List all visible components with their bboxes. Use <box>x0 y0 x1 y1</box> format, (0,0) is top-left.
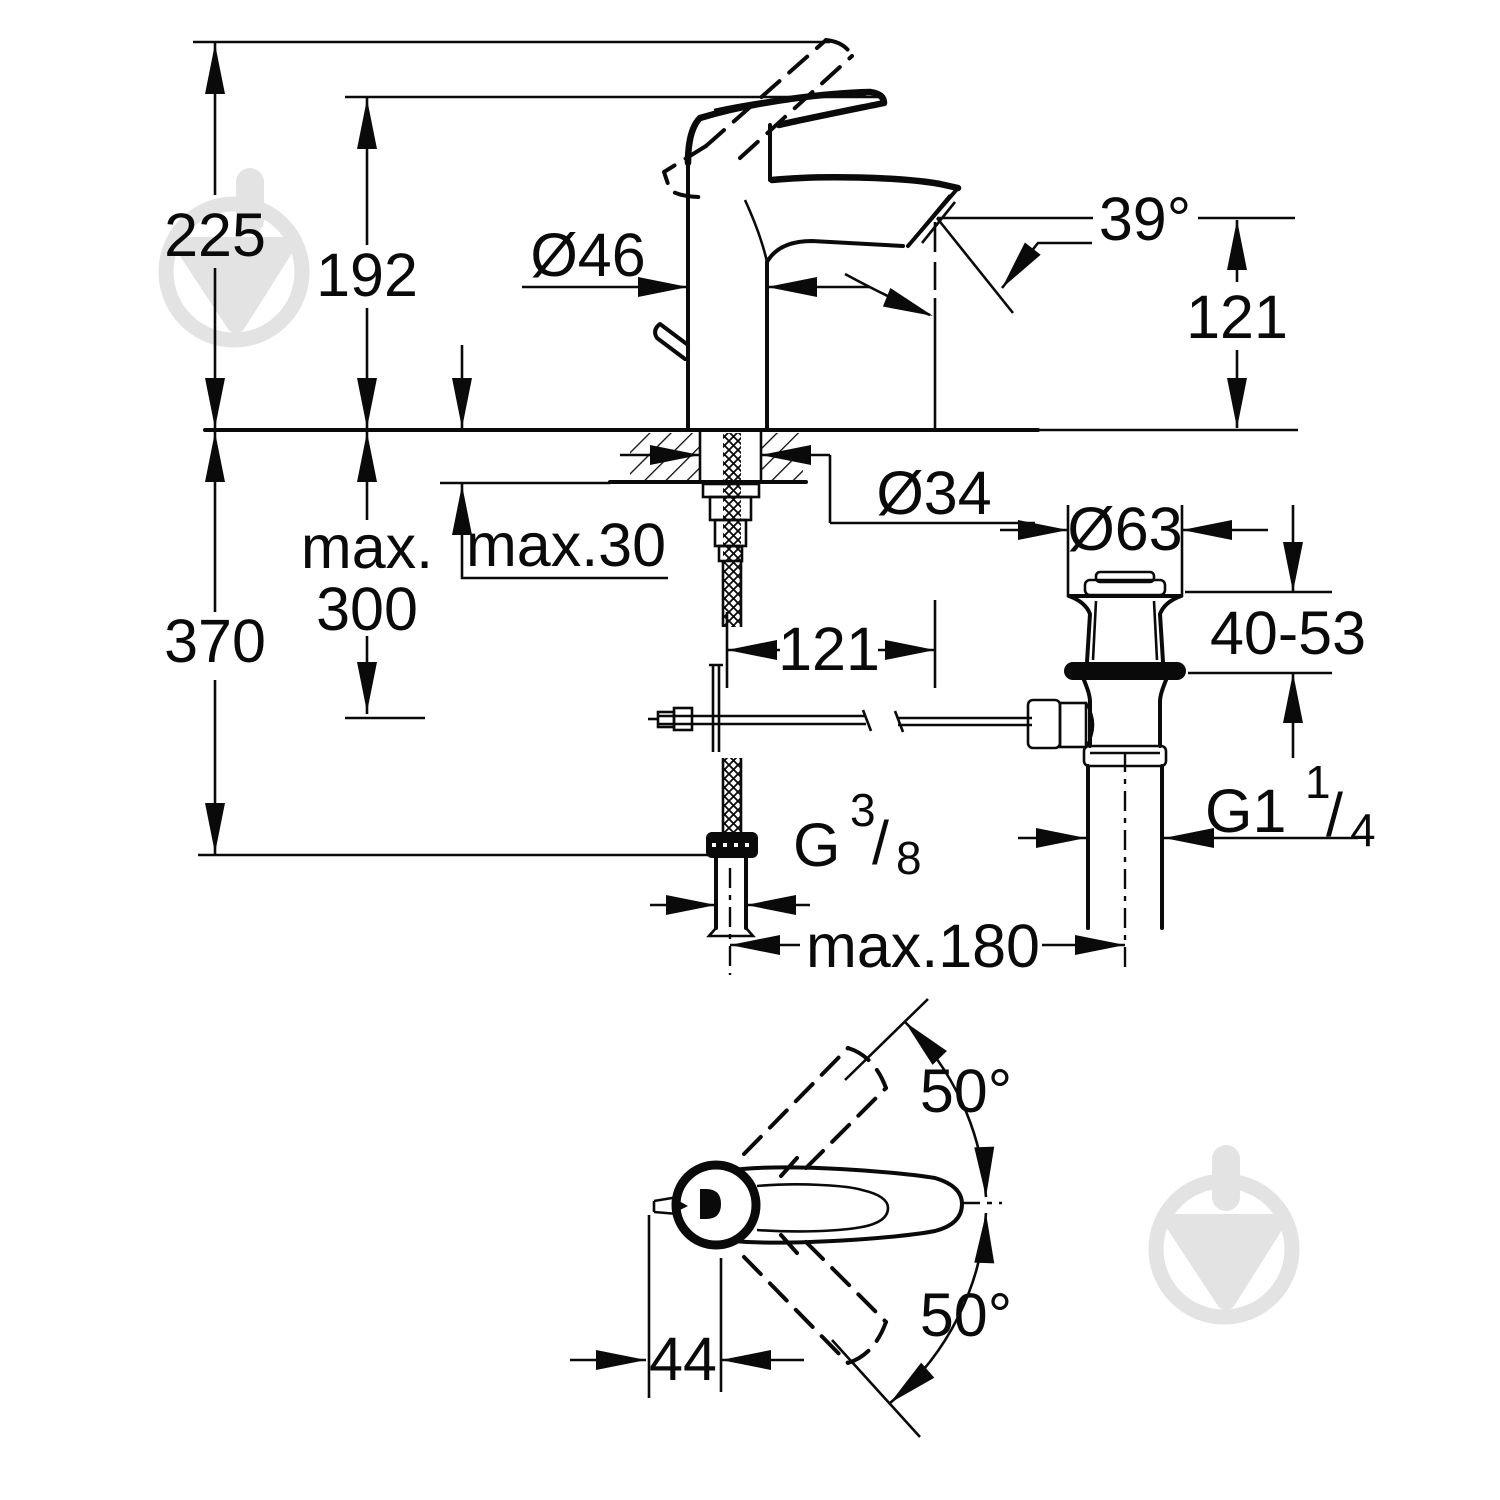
pop-up-rod-linkage <box>648 663 1032 752</box>
horizontal-rod-right <box>898 716 1032 727</box>
watermark-trowel-blade-icon <box>176 237 294 333</box>
vertical-pull-rod <box>709 663 723 752</box>
dim-max180-label: max.180 <box>806 912 1040 980</box>
g114-slash: / <box>1326 781 1343 849</box>
g114-base: G1 <box>1205 777 1286 845</box>
dim-192-label: 192 <box>316 241 418 309</box>
rod-break-marks <box>861 709 905 733</box>
dim-max30-label: max.30 <box>466 511 666 579</box>
hose-hex-fitting <box>706 832 758 858</box>
dim-44-label: 44 <box>649 1325 717 1393</box>
handle-center-mark <box>700 1189 721 1219</box>
body-inner-curve <box>743 199 769 263</box>
waste-flange-right <box>1158 594 1183 664</box>
g38-denominator: 8 <box>896 832 922 884</box>
spout-top-edge <box>768 173 962 192</box>
pop-up-waste-assembly <box>1026 570 1186 968</box>
dim-225-label: 225 <box>164 201 266 269</box>
witness-ticks <box>779 1156 799 1255</box>
supply-hose <box>706 433 758 975</box>
dim-39deg-label: 39° <box>1099 185 1191 253</box>
g38-numerator: 3 <box>850 784 876 836</box>
dim-121-mid-label: 121 <box>778 615 880 683</box>
handle-lever-inner <box>756 1183 890 1233</box>
watermark-trowel-handle-icon <box>1212 1145 1240 1211</box>
g38-slash: / <box>872 809 889 877</box>
g38-base: G <box>793 811 840 879</box>
waste-pushbutton-top <box>1094 570 1156 584</box>
dimension-labels: 225 192 Ø46 39° 121 Ø34 max.30 max. 300 … <box>164 185 1375 1393</box>
angle-leg-upper <box>844 998 929 1081</box>
aerator-rings <box>914 194 957 244</box>
dim-50deg-top-label: 50° <box>920 1057 1012 1125</box>
aerator-tab <box>652 1195 688 1216</box>
pop-up-knob <box>653 322 690 361</box>
ext-lines-dia63 <box>1066 505 1184 597</box>
hose-tube <box>714 856 748 930</box>
dim-370-label: 370 <box>164 607 266 675</box>
watermark-top-left <box>158 168 310 348</box>
dimension-lines <box>193 40 1358 1411</box>
shank-walls <box>698 432 763 482</box>
dim-max300-word-label: max. <box>301 513 433 581</box>
waste-tailpipe <box>1086 764 1164 930</box>
ext-lines-44 <box>647 1215 723 1398</box>
g114-denominator: 4 <box>1350 804 1376 856</box>
spout-underside <box>765 239 905 264</box>
handle-raised-dashed <box>662 38 854 199</box>
watermark-bottom-right <box>1148 1145 1300 1325</box>
stream-angle-ref <box>935 217 1015 314</box>
watermark-trowel-blade-icon <box>1166 1214 1284 1310</box>
dim-g38-label: G 3 / 8 <box>793 784 922 884</box>
dim-dia34-label: Ø34 <box>876 459 991 527</box>
handle-plan-view <box>652 998 1002 1438</box>
faucet-side-view <box>203 38 1298 975</box>
faucet-body-spout <box>653 161 962 432</box>
dim-max300-number-label: 300 <box>316 575 418 643</box>
dim-4053-label: 40-53 <box>1210 599 1366 667</box>
dim-50deg-bottom-label: 50° <box>920 1281 1012 1349</box>
watermark-circle <box>158 196 310 348</box>
dim-121-right-label: 121 <box>1186 283 1288 351</box>
angle-leg-lower <box>831 1339 921 1438</box>
g114-numerator: 1 <box>1305 756 1331 808</box>
dim-dia46-label: Ø46 <box>530 221 645 289</box>
dim-g114-label: G1 1 / 4 <box>1205 756 1376 856</box>
handle-rotated-up-dashed <box>742 1046 888 1170</box>
dim-dia63-label: Ø63 <box>1067 495 1182 563</box>
waste-flange-left <box>1067 594 1092 664</box>
waste-seal-gasket <box>1064 662 1186 680</box>
rod-joint-housing <box>1058 701 1088 749</box>
waste-body <box>1082 678 1168 748</box>
watermark-trowel-handle-icon <box>236 168 264 234</box>
